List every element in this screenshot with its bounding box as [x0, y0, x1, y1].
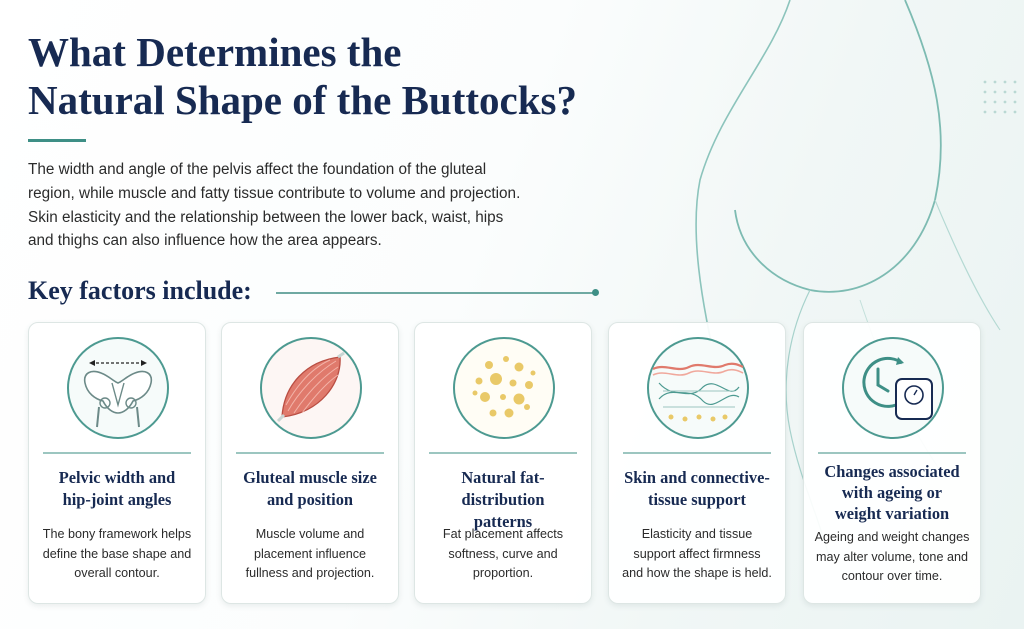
card-divider [429, 452, 577, 454]
card-title-line: Pelvic width and [58, 468, 176, 487]
card-title-line: hip-joint angles [62, 490, 172, 509]
title-underline [28, 139, 86, 142]
card-description-line: contour over time. [841, 569, 943, 583]
card-title-line: Natural fat-distribution [461, 468, 545, 509]
fat-cells-icon [453, 337, 555, 439]
card-title-line: Skin and connective- [624, 468, 770, 487]
card-title-line: Changes associated [824, 462, 960, 481]
card-title-line: weight variation [834, 504, 950, 523]
card-description-line: overall contour. [74, 566, 160, 580]
card-description: Fat placement affects softness, curve an… [421, 525, 585, 584]
key-factors-heading: Key factors include: [28, 276, 252, 305]
page-title: What Determines the Natural Shape of the… [28, 28, 668, 124]
card-title: Changes associated with ageing or weight… [810, 461, 974, 524]
card-title-line: with ageing or [841, 483, 943, 502]
title-line-1: What Determines the [28, 29, 402, 75]
card-description: The bony framework helps define the base… [35, 525, 199, 584]
factor-card-changes: Changes associated with ageing or weight… [803, 322, 981, 604]
skin-layers-icon [647, 337, 749, 439]
key-factors-line [276, 292, 594, 294]
card-description-line: softness, curve and [448, 546, 558, 561]
card-description: Muscle volume and placement influence fu… [228, 525, 392, 584]
card-description-line: Elasticity and tissue [641, 527, 753, 541]
card-description-line: fullness and projection. [245, 566, 375, 580]
card-description: Elasticity and tissue support affect fir… [615, 525, 779, 584]
pelvis-icon [67, 337, 169, 439]
card-description: Ageing and weight changes may alter volu… [810, 528, 974, 587]
muscle-icon [260, 337, 362, 439]
intro-line-2: region, while muscle and fatty tissue co… [28, 184, 521, 202]
card-divider [623, 452, 771, 454]
card-description-line: define the base shape and [42, 546, 192, 561]
card-title-line: patterns [473, 512, 533, 531]
factor-card-fat: Natural fat-distribution patterns Fat pl… [414, 322, 592, 604]
card-description-line: Muscle volume and [255, 527, 365, 541]
card-title: Gluteal muscle size and position [228, 467, 392, 511]
title-line-2: Natural Shape of the Buttocks? [28, 77, 577, 123]
card-description-line: support affect firmness [633, 546, 761, 561]
factor-card-skin: Skin and connective- tissue support Elas… [608, 322, 786, 604]
card-divider [236, 452, 384, 454]
card-description-line: and how the shape is held. [622, 566, 772, 580]
clock-scale-icon [842, 337, 944, 439]
card-title-line: tissue support [648, 490, 746, 509]
key-factors-dot [592, 289, 599, 296]
card-description-line: Fat placement affects [442, 527, 564, 541]
card-divider [43, 452, 191, 454]
card-description-line: placement influence [253, 546, 366, 561]
card-title: Skin and connective- tissue support [615, 467, 779, 511]
intro-line-3: Skin elasticity and the relationship bet… [28, 208, 504, 226]
intro-paragraph: The width and angle of the pelvis affect… [28, 158, 628, 253]
card-description-line: Ageing and weight changes [814, 530, 970, 544]
card-title: Pelvic width and hip-joint angles [35, 467, 199, 511]
card-description-line: may alter volume, tone and [816, 549, 968, 564]
factor-card-muscle: Gluteal muscle size and position Muscle … [221, 322, 399, 604]
card-title-line: and position [266, 490, 354, 509]
card-divider [818, 452, 966, 454]
intro-line-1: The width and angle of the pelvis affect… [28, 161, 487, 178]
card-title: Natural fat-distribution patterns [421, 467, 585, 533]
intro-line-4: and thighs can also influence how the ar… [28, 232, 382, 250]
card-description-line: proportion. [472, 566, 534, 580]
factor-card-pelvis: Pelvic width and hip-joint angles The bo… [28, 322, 206, 604]
card-description-line: The bony framework helps [42, 527, 192, 541]
card-title-line: Gluteal muscle size [243, 468, 377, 487]
